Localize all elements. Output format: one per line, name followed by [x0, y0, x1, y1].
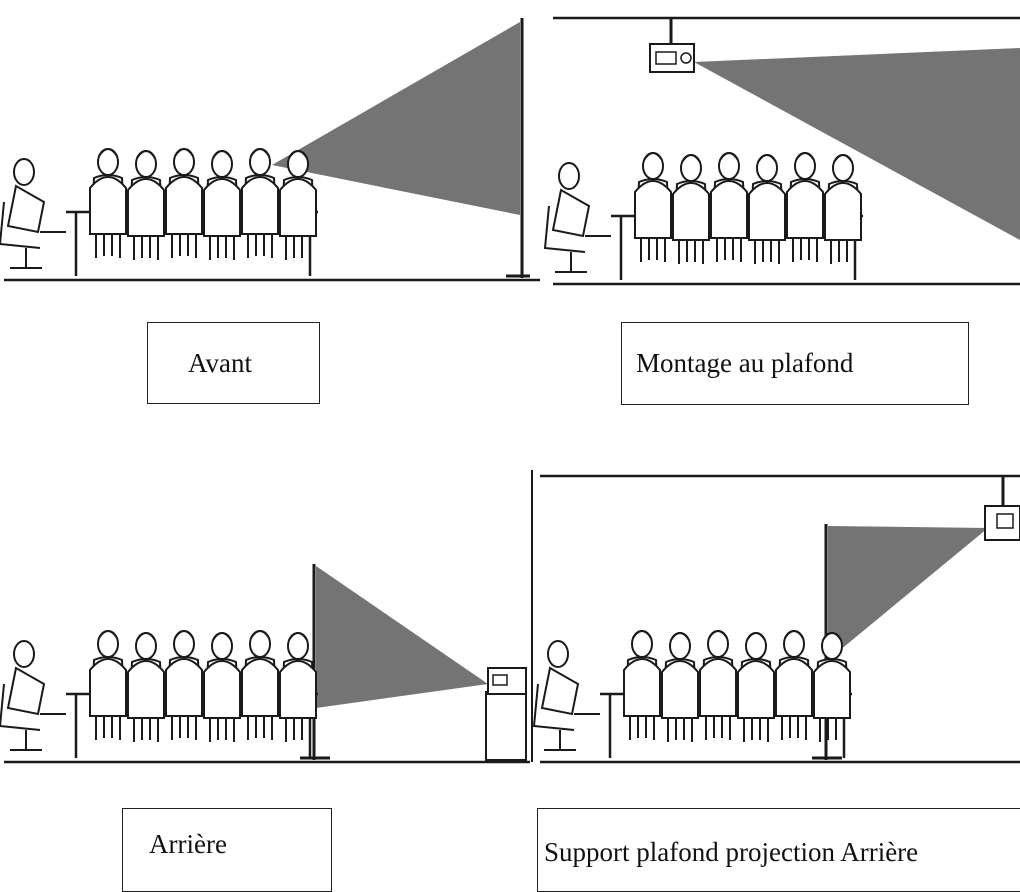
- attendee: [279, 632, 317, 742]
- panel-ceiling: [543, 16, 1020, 286]
- audience-ceiling: [543, 152, 863, 280]
- attendee: [279, 150, 317, 260]
- projection-beam: [694, 48, 1020, 240]
- projector-ceiling-rear: [984, 505, 1020, 541]
- label-ceiling-mount: Montage au plafond: [621, 322, 969, 405]
- projection-beam: [272, 22, 520, 215]
- presenter: [0, 640, 66, 751]
- attendee: [748, 154, 786, 264]
- attendee: [89, 630, 127, 740]
- attendee: [127, 150, 165, 260]
- label-rear: Arrière: [122, 808, 332, 892]
- attendee: [623, 630, 661, 740]
- presenter: [532, 640, 600, 751]
- panel-rear: [0, 470, 533, 764]
- attendee: [710, 152, 748, 262]
- presenter: [0, 158, 66, 269]
- projection-beam: [316, 566, 488, 708]
- label-front: Avant: [147, 322, 320, 404]
- attendee: [203, 632, 241, 742]
- audience-rear-ceiling: [532, 630, 852, 758]
- projector-ceiling: [649, 43, 695, 73]
- attendee: [775, 630, 813, 740]
- attendee: [699, 630, 737, 740]
- presenter: [543, 162, 611, 273]
- attendee: [241, 148, 279, 258]
- attendee: [737, 632, 775, 742]
- audience-rear: [0, 630, 318, 758]
- attendee: [786, 152, 824, 262]
- attendee: [165, 630, 203, 740]
- attendee: [127, 632, 165, 742]
- attendee: [824, 154, 862, 264]
- projector-table-rear: [485, 667, 527, 761]
- attendee: [89, 148, 127, 258]
- label-rear-ceiling-mount: Support plafond projection Arrière: [537, 808, 1020, 892]
- attendee: [661, 632, 699, 742]
- attendee: [203, 150, 241, 260]
- panel-front: [0, 18, 540, 282]
- attendee: [241, 630, 279, 740]
- attendee: [813, 632, 851, 742]
- attendee: [165, 148, 203, 258]
- attendee: [672, 154, 710, 264]
- projection-beam: [828, 526, 988, 660]
- audience-front: [0, 148, 318, 276]
- attendee: [634, 152, 672, 262]
- panel-rear-ceiling: [532, 474, 1020, 764]
